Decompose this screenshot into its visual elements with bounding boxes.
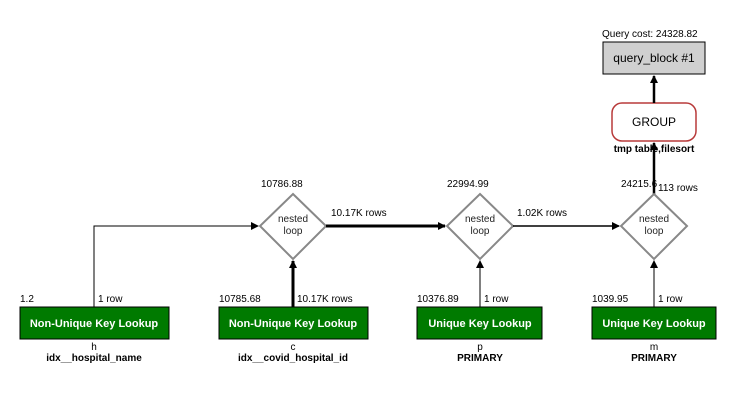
table-h-node[interactable] (19, 306, 170, 340)
table-p-rows: 1 row (484, 294, 509, 305)
table-h-rows: 1 row (98, 294, 123, 305)
edge-loop1-rows: 10.17K rows (331, 208, 387, 219)
table-h-key: idx__hospital_name (46, 353, 142, 364)
query-block-node[interactable] (602, 41, 706, 75)
nested-loop-2[interactable] (445, 192, 515, 261)
query-cost-label: Query cost: 24328.82 (602, 29, 698, 40)
table-p-label: Unique Key Lookup (428, 318, 532, 330)
table-c-cost: 10785.68 (219, 294, 261, 305)
table-p-node[interactable] (416, 306, 543, 340)
table-m-key: PRIMARY (631, 353, 677, 364)
table-m-label: Unique Key Lookup (602, 318, 706, 330)
query-block-label: query_block #1 (613, 51, 695, 65)
table-h-cost: 1.2 (20, 294, 34, 305)
loop3-output-rows: 113 rows (658, 183, 698, 194)
nested-loop-2-cost: 22994.99 (447, 179, 489, 190)
nested-loop-1-line2: loop (284, 226, 303, 237)
nested-loop-1-cost: 10786.88 (261, 179, 303, 190)
table-c-node[interactable] (218, 306, 369, 340)
edge-h-to-loop1 (93, 222, 259, 307)
nested-loop-3-line1: nested (639, 214, 669, 225)
nested-loop-3[interactable] (619, 192, 689, 261)
table-p-alias: p (477, 342, 483, 353)
table-c-label: Non-Unique Key Lookup (229, 318, 358, 330)
table-p-cost: 10376.89 (417, 294, 459, 305)
table-m-node[interactable] (591, 306, 717, 340)
nested-loop-3-cost: 24215.6 (621, 179, 658, 190)
table-p-key: PRIMARY (457, 353, 503, 364)
nested-loop-2-line1: nested (465, 214, 495, 225)
group-label: GROUP (632, 115, 676, 129)
table-h-alias: h (91, 342, 97, 353)
nested-loop-3-line2: loop (645, 226, 664, 237)
table-m-cost: 1039.95 (592, 294, 629, 305)
table-m-rows: 1 row (658, 294, 683, 305)
nested-loop-1[interactable] (258, 192, 328, 261)
table-c-rows: 10.17K rows (297, 294, 353, 305)
table-h-label: Non-Unique Key Lookup (30, 318, 159, 330)
nested-loop-1-line1: nested (278, 214, 308, 225)
table-c-alias: c (291, 342, 296, 353)
nested-loop-2-line2: loop (471, 226, 490, 237)
edge-loop2-rows: 1.02K rows (517, 208, 567, 219)
table-c-key: idx__covid_hospital_id (238, 353, 348, 364)
table-m-alias: m (650, 342, 658, 353)
